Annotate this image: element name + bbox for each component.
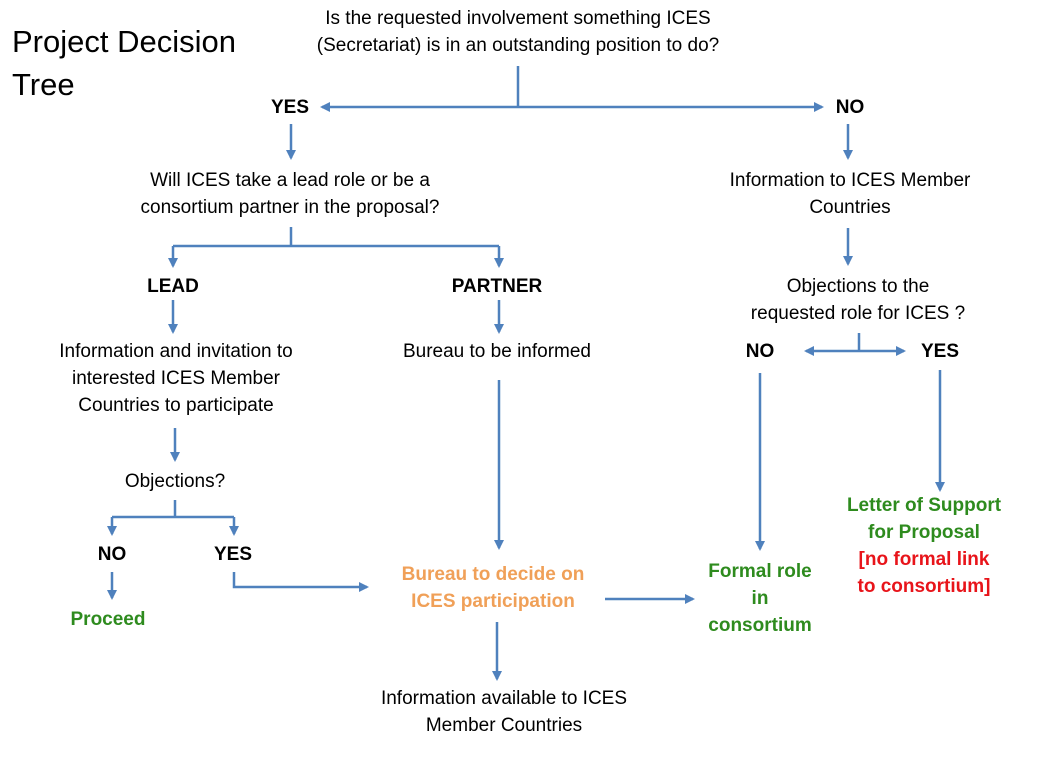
node-no-top: NO bbox=[835, 97, 865, 118]
node-no-objections: NO bbox=[97, 544, 127, 565]
node-bureau-informed: Bureau to be informed bbox=[402, 341, 591, 362]
node-lead-or-partner-question: Will ICES take a lead role or be a conso… bbox=[140, 170, 440, 218]
node-yes-top: YES bbox=[270, 97, 310, 118]
arrow-yes-to-bureau-decide bbox=[232, 572, 369, 592]
node-objections: Objections? bbox=[124, 471, 226, 492]
node-partner: PARTNER bbox=[451, 276, 543, 297]
node-letter-of-support: Letter of Support for Proposal bbox=[846, 495, 1002, 543]
node-lead: LEAD bbox=[147, 276, 199, 297]
node-bureau-decide: Bureau to decide on ICES participation bbox=[401, 564, 585, 612]
node-yes-role: YES bbox=[920, 341, 960, 362]
node-proceed: Proceed bbox=[70, 609, 146, 630]
node-objections-role: Objections to the requested role for ICE… bbox=[750, 276, 966, 324]
page-title: Project Decision Tree bbox=[12, 24, 236, 102]
node-no-role: NO bbox=[745, 341, 775, 362]
node-no-formal-link: [no formal link to consortium] bbox=[857, 549, 991, 597]
node-yes-objections: YES bbox=[213, 544, 253, 565]
node-info-member-countries: Information to ICES Member Countries bbox=[729, 170, 971, 218]
node-formal-role: Formal role in consortium bbox=[708, 561, 812, 636]
node-info-available: Information available to ICES Member Cou… bbox=[380, 688, 628, 736]
node-root-question: Is the requested involvement something I… bbox=[316, 8, 720, 56]
node-info-invitation: Information and invitation to interested… bbox=[59, 341, 293, 416]
